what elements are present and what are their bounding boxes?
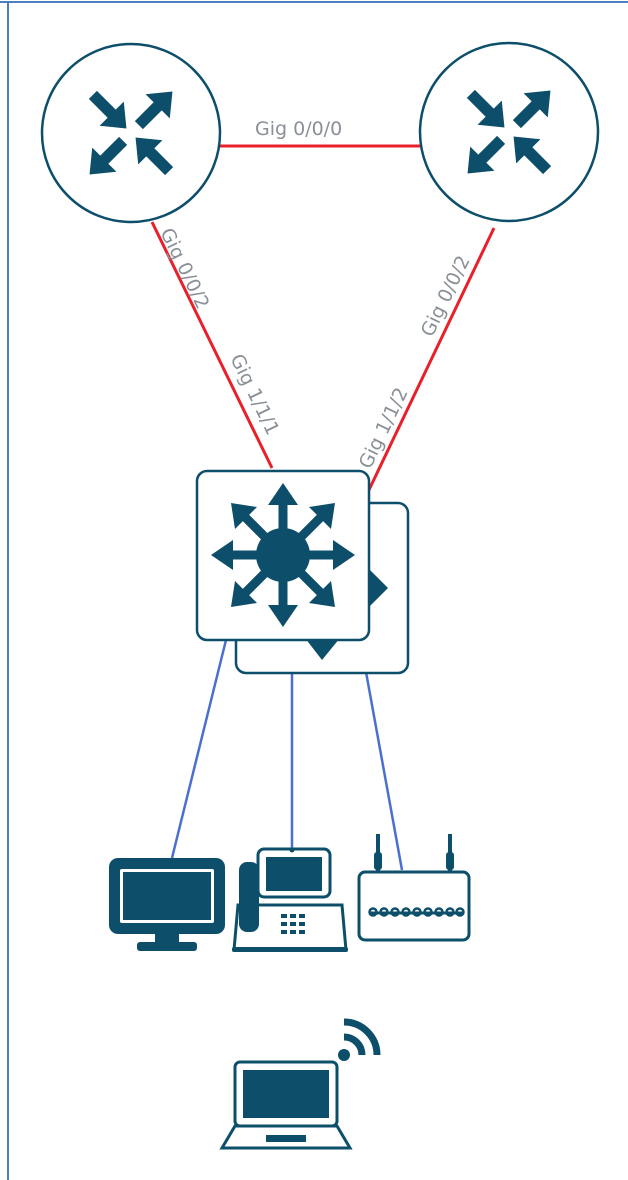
router-right[interactable]: [418, 41, 600, 223]
router-left[interactable]: [40, 42, 222, 224]
link-left-router-switch[interactable]: [150, 221, 274, 469]
router-icon: [418, 41, 600, 223]
ip-phone[interactable]: [232, 847, 348, 953]
wireless-access-point[interactable]: [357, 834, 471, 942]
wireless-access-point-icon: [357, 834, 471, 942]
label-gig-000: Gig 0/0/0: [255, 118, 342, 140]
desktop-pc[interactable]: [109, 858, 225, 951]
multilayer-switch-icon: [195, 469, 371, 642]
wireless-laptop-icon: [219, 1060, 353, 1150]
desktop-pc-icon: [109, 858, 225, 951]
label-left-router-port: Gig 0/0/2: [156, 225, 214, 313]
multilayer-switch[interactable]: [195, 469, 410, 675]
router-icon: [40, 42, 222, 224]
link-right-router-switch[interactable]: [366, 227, 496, 493]
ip-phone-icon: [232, 847, 348, 952]
wifi-signal-icon: [338, 1018, 381, 1061]
link-switch-ap[interactable]: [364, 671, 404, 871]
wireless-laptop[interactable]: [219, 1018, 381, 1150]
label-left-switch-port: Gig 1/1/1: [226, 351, 284, 439]
link-switch-desktop[interactable]: [170, 639, 228, 859]
